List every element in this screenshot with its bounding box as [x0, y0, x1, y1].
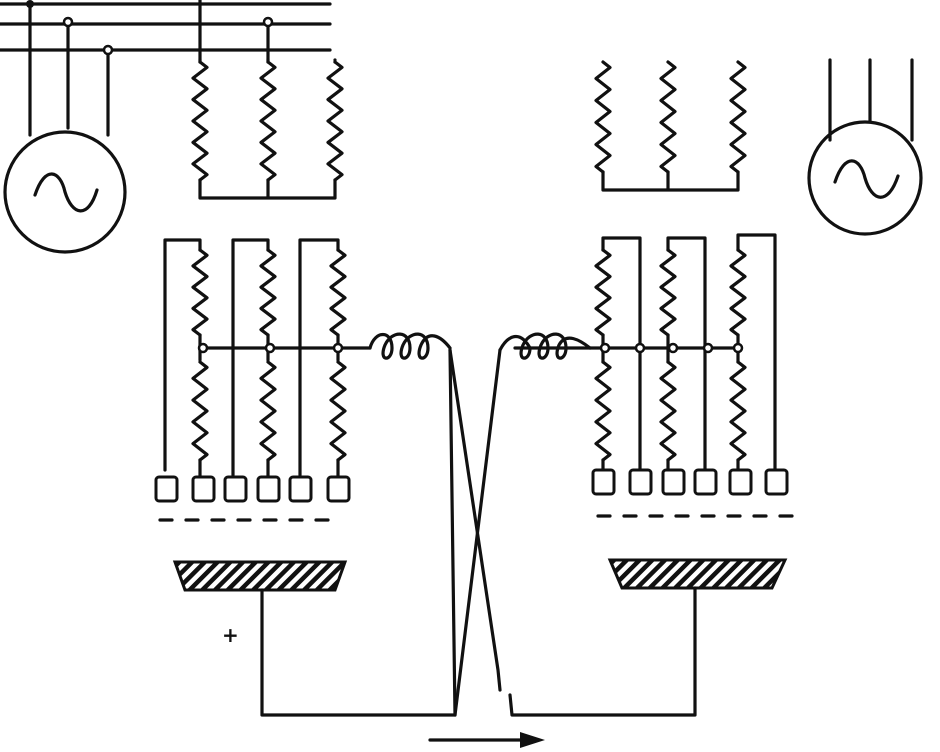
left-neutral-nodes	[197, 342, 344, 354]
transformer-windings	[191, 60, 747, 462]
left-secondary-winding-icon	[191, 360, 209, 462]
left-primary-winding-icon	[191, 60, 209, 182]
anode-boxes	[154, 468, 789, 503]
right-anode-icon	[628, 468, 653, 496]
bus-junction-dots	[26, 0, 274, 56]
right-primary-winding-icon	[659, 60, 677, 174]
right-primary-winding-icon	[729, 60, 747, 174]
anode-polarity-label: +	[222, 623, 239, 647]
left-primary-winding-icon	[259, 60, 277, 182]
left-anode-icon	[223, 475, 248, 503]
left-anode-icon	[326, 475, 351, 503]
left-secondary-winding-icon	[329, 360, 347, 462]
right-secondary-winding-icon	[659, 360, 677, 462]
right-ac-generator-icon	[807, 58, 923, 236]
left-ac-generator-icon	[3, 130, 127, 254]
right-smoothing-inductor-icon	[498, 332, 592, 360]
left-secondary-winding-icon	[191, 248, 209, 337]
left-secondary-winding-icon	[259, 360, 277, 462]
dc-transmission-line	[260, 348, 697, 717]
left-secondary-winding-icon	[259, 248, 277, 337]
right-neutral-nodes	[599, 342, 744, 354]
left-anode-icon	[154, 475, 179, 503]
left-anode-icon	[256, 475, 281, 503]
right-anode-icon	[661, 468, 686, 496]
left-smoothing-inductor-icon	[368, 332, 452, 360]
left-anode-icon	[288, 475, 313, 503]
left-anode-icon	[191, 475, 216, 503]
right-secondary-winding-icon	[594, 248, 612, 337]
right-cathode-pool	[607, 558, 788, 590]
right-secondary-wiring	[513, 170, 777, 477]
right-anode-icon	[764, 468, 789, 496]
left-cathode-pool	[172, 560, 348, 592]
right-anode-icon	[693, 468, 718, 496]
right-anode-icon	[591, 468, 616, 496]
right-secondary-winding-icon	[729, 360, 747, 462]
power-flow-arrow-icon	[428, 732, 545, 748]
right-secondary-winding-icon	[729, 248, 747, 337]
left-busbars	[0, 0, 337, 137]
left-primary-winding-icon	[326, 60, 344, 182]
right-anode-icon	[728, 468, 753, 496]
right-secondary-winding-icon	[594, 360, 612, 462]
left-secondary-winding-icon	[329, 248, 347, 337]
right-primary-winding-icon	[594, 60, 612, 174]
right-secondary-winding-icon	[659, 248, 677, 337]
